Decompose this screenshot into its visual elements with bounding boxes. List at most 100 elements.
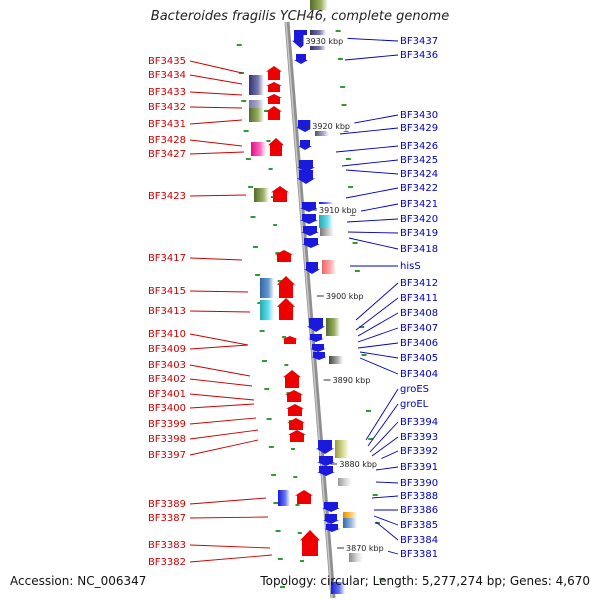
gene-label-bf3401[interactable]: BF3401	[148, 389, 186, 400]
gene-label-bf3429[interactable]: BF3429	[400, 123, 438, 134]
gene-label-bf3394[interactable]: BF3394	[400, 417, 438, 428]
gene-label-bf3402[interactable]: BF3402	[148, 374, 186, 385]
gene-label-bf3422[interactable]: BF3422	[400, 183, 438, 194]
label-leader-line	[369, 421, 399, 453]
gene-label-bf3406[interactable]: BF3406	[400, 338, 438, 349]
gene-label-bf3419[interactable]: BF3419	[400, 228, 438, 239]
marker-dash	[248, 186, 254, 188]
marker-dash	[284, 364, 289, 366]
label-leader-line	[189, 516, 269, 519]
gene-label-bf3399[interactable]: BF3399	[148, 419, 186, 430]
gene-label-bf3417[interactable]: BF3417	[148, 253, 186, 264]
gene-label-bf3389[interactable]: BF3389	[148, 499, 186, 510]
gene-arrow	[294, 54, 308, 64]
gene-label-bf3387[interactable]: BF3387	[148, 513, 186, 524]
gene-label-hiss[interactable]: hisS	[400, 261, 421, 272]
gene-label-bf3433[interactable]: BF3433	[148, 87, 186, 98]
label-leader-line	[371, 495, 399, 499]
gene-label-bf3426[interactable]: BF3426	[400, 141, 438, 152]
label-leader-line	[335, 145, 399, 153]
gene-arrow	[268, 138, 284, 156]
gene-label-bf3428[interactable]: BF3428	[148, 135, 186, 146]
marker-dash	[372, 494, 378, 496]
gene-label-bf3434[interactable]: BF3434	[148, 70, 186, 81]
gene-arrow	[324, 524, 340, 532]
marker-dash	[366, 410, 372, 412]
gene-label-bf3412[interactable]: BF3412	[400, 278, 438, 289]
marker-dash	[257, 302, 263, 304]
gene-label-bf3418[interactable]: BF3418	[400, 244, 438, 255]
gene-arrow	[266, 94, 282, 104]
marker-dash	[297, 532, 302, 534]
gene-label-bf3403[interactable]: BF3403	[148, 360, 186, 371]
gene-label-bf3427[interactable]: BF3427	[148, 149, 186, 160]
gene-label-bf3397[interactable]: BF3397	[148, 450, 186, 461]
gene-label-bf3424[interactable]: BF3424	[400, 169, 438, 180]
scale-tick-label: 3870 kbp	[346, 544, 384, 553]
gene-arrow	[288, 430, 306, 442]
label-leader-line	[359, 357, 399, 375]
gene-label-bf3430[interactable]: BF3430	[400, 110, 438, 121]
gene-label-bf3405[interactable]: BF3405	[400, 353, 438, 364]
gene-label-bf3409[interactable]: BF3409	[148, 344, 186, 355]
gene-label-bf3393[interactable]: BF3393	[400, 432, 438, 443]
marker-dash	[345, 158, 351, 160]
gene-arrow	[311, 352, 327, 360]
gene-arrow	[286, 404, 304, 416]
gene-label-bf3390[interactable]: BF3390	[400, 478, 438, 489]
gene-label-bf3421[interactable]: BF3421	[400, 199, 438, 210]
label-leader-line	[189, 364, 251, 377]
gene-arrow	[283, 370, 301, 388]
scale-tick-label: 3920 kbp	[312, 122, 350, 131]
genome-title: Bacteroides fragilis YCH46, complete gen…	[150, 9, 450, 24]
marker-dash	[273, 224, 278, 226]
gene-label-bf3432[interactable]: BF3432	[148, 102, 186, 113]
scale-tick-label: 3930 kbp	[306, 37, 344, 46]
marker-dash	[255, 274, 261, 276]
gene-label-bf3391[interactable]: BF3391	[400, 462, 438, 473]
marker-dash	[335, 30, 341, 32]
label-leader-line	[189, 378, 253, 387]
label-leader-line	[189, 106, 243, 109]
scale-tick-bg	[337, 458, 382, 469]
gene-label-groes[interactable]: groES	[400, 384, 429, 395]
gene-label-bf3381[interactable]: BF3381	[400, 549, 438, 560]
gene-label-bf3408[interactable]: BF3408	[400, 308, 438, 319]
gene-label-bf3413[interactable]: BF3413	[148, 306, 186, 317]
marker-dash	[277, 280, 282, 282]
gene-label-bf3407[interactable]: BF3407	[400, 323, 438, 334]
gene-arrow	[295, 490, 313, 504]
gene-label-bf3420[interactable]: BF3420	[400, 214, 438, 225]
label-leader-line	[189, 429, 259, 440]
gene-label-groel[interactable]: groEL	[400, 399, 429, 410]
gene-label-bf3385[interactable]: BF3385	[400, 520, 438, 531]
label-leader-line	[345, 187, 399, 199]
gene-label-bf3415[interactable]: BF3415	[148, 286, 186, 297]
gene-label-bf3388[interactable]: BF3388	[400, 491, 438, 502]
gene-label-bf3386[interactable]: BF3386	[400, 505, 438, 516]
gene-label-bf3423[interactable]: BF3423	[148, 191, 186, 202]
gene-label-bf3398[interactable]: BF3398	[148, 434, 186, 445]
gene-domain-box	[331, 582, 345, 594]
gene-label-bf3436[interactable]: BF3436	[400, 50, 438, 61]
gene-label-bf3384[interactable]: BF3384	[400, 535, 438, 546]
gene-label-bf3392[interactable]: BF3392	[400, 446, 438, 457]
gene-label-bf3382[interactable]: BF3382	[148, 557, 186, 568]
gene-label-bf3400[interactable]: BF3400	[148, 403, 186, 414]
marker-dash	[295, 504, 300, 506]
scale-tick-bg	[330, 374, 375, 385]
gene-label-bf3437[interactable]: BF3437	[400, 36, 438, 47]
gene-label-bf3410[interactable]: BF3410	[148, 329, 186, 340]
gene-label-bf3425[interactable]: BF3425	[400, 155, 438, 166]
gene-arrow	[298, 140, 312, 150]
gene-label-bf3411[interactable]: BF3411	[400, 293, 438, 304]
gene-label-bf3383[interactable]: BF3383	[148, 540, 186, 551]
gene-label-bf3431[interactable]: BF3431	[148, 119, 186, 130]
gene-label-bf3404[interactable]: BF3404	[400, 369, 438, 380]
label-leader-line	[365, 388, 399, 441]
label-leader-line	[189, 439, 259, 456]
marker-dash	[241, 100, 247, 102]
gene-label-bf3435[interactable]: BF3435	[148, 56, 186, 67]
gene-domain-box	[310, 0, 328, 10]
label-leader-line	[344, 54, 399, 61]
